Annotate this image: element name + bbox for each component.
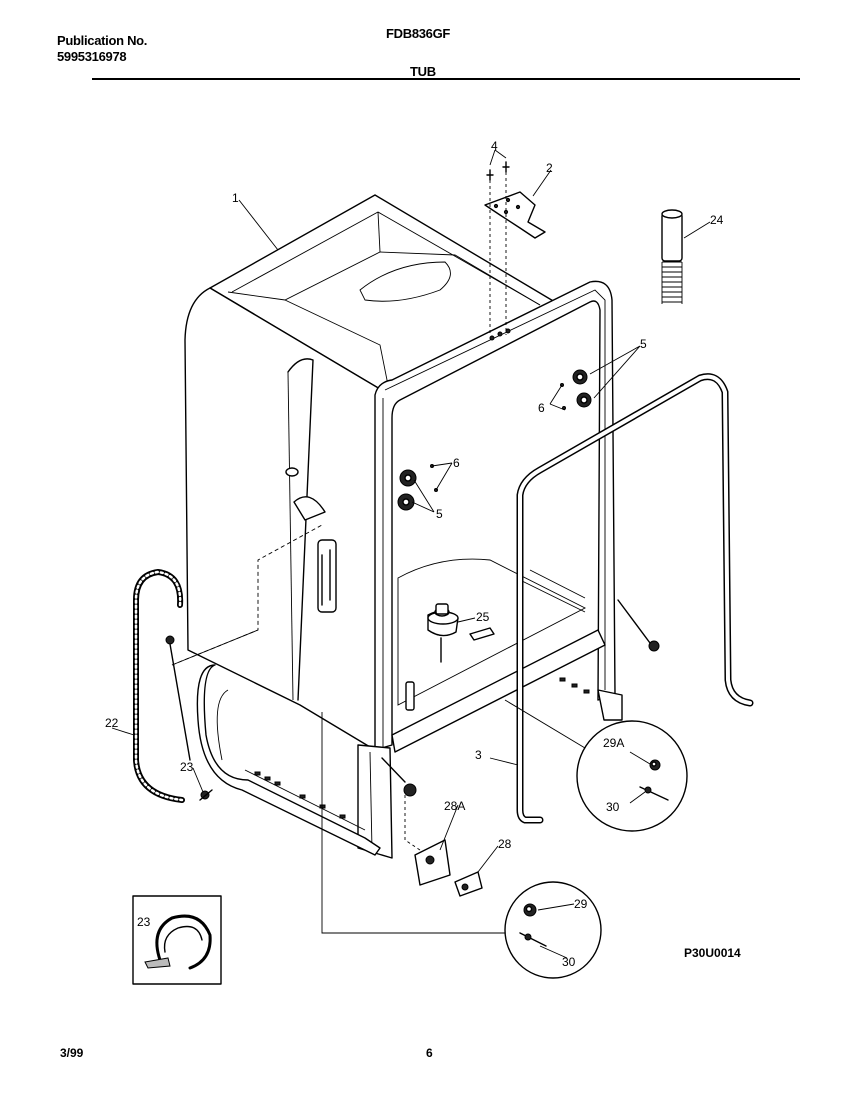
callout-23: 23 <box>180 760 194 774</box>
publication-number: 5995316978 <box>57 49 127 64</box>
callout-23-inset: 23 <box>137 915 151 929</box>
callout-labels: 1 2 4 24 5 6 6 5 25 22 23 3 28A 28 29A 3… <box>105 139 724 969</box>
door-switch <box>404 795 483 897</box>
leader-lines <box>111 149 711 959</box>
upper-rack-rollers <box>397 369 592 511</box>
publication-label: Publication No. <box>57 33 148 48</box>
callout-24: 24 <box>710 213 724 227</box>
callout-29a: 29A <box>603 736 624 750</box>
section-title: TUB <box>410 64 436 79</box>
door-opening-frame <box>357 280 660 859</box>
callout-30a: 30 <box>606 800 620 814</box>
callout-29: 29 <box>574 897 588 911</box>
page-number: 6 <box>426 1046 433 1060</box>
callout-6b: 6 <box>453 456 460 470</box>
callout-30b: 30 <box>562 955 576 969</box>
callout-25: 25 <box>476 610 490 624</box>
date-label: 3/99 <box>60 1046 84 1060</box>
hose-clamp-inset <box>132 895 222 985</box>
callout-5b: 5 <box>436 507 443 521</box>
inlet-tube <box>661 209 683 304</box>
callout-2: 2 <box>546 161 553 175</box>
callout-5a: 5 <box>640 337 647 351</box>
tub-body <box>184 194 561 751</box>
detail-circle-29a <box>576 720 688 832</box>
callout-1: 1 <box>232 191 239 205</box>
diagram-code: P30U0014 <box>684 946 741 960</box>
callout-28: 28 <box>498 837 512 851</box>
model-number: FDB836GF <box>386 26 451 41</box>
callout-22: 22 <box>105 716 119 730</box>
callout-6a: 6 <box>538 401 545 415</box>
detail-circle-29 <box>504 881 602 979</box>
float-assembly <box>405 603 495 711</box>
hinge-bracket <box>484 161 546 341</box>
header-rule <box>92 78 800 80</box>
hose-clamp <box>199 789 213 801</box>
base-frame <box>196 664 590 856</box>
fill-hose <box>133 569 191 803</box>
callout-3: 3 <box>475 748 482 762</box>
callout-28a: 28A <box>444 799 465 813</box>
door-gasket <box>516 373 754 824</box>
callout-4: 4 <box>491 139 498 153</box>
